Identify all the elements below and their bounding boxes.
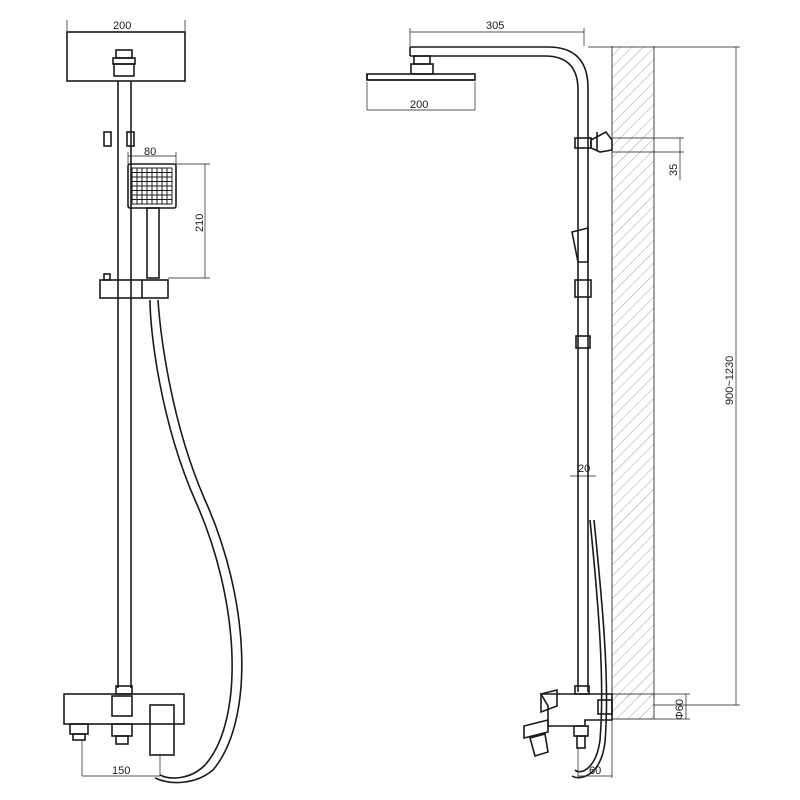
- front-hose: [149, 299, 233, 779]
- side-view: 20 305 200: [366, 20, 740, 779]
- side-hand-shower: [571, 226, 589, 263]
- front-wall-bracket-right: [126, 131, 135, 147]
- dim-label-bracket-offset: 35: [668, 164, 680, 176]
- front-riser-pipe: [117, 81, 132, 688]
- dim-label-wall-offset: 60: [589, 765, 601, 777]
- side-head-connector-nut: [410, 63, 434, 75]
- dim-label-head-width: 200: [113, 20, 131, 32]
- dim-label-hand-width: 80: [144, 146, 156, 158]
- side-mixer-valve: [523, 685, 613, 758]
- side-dim-head-width: 200: [366, 82, 476, 111]
- front-wall-bracket-left: [103, 131, 112, 147]
- side-wall-plate: [611, 693, 655, 720]
- dim-label-height-range: 900~1230: [724, 356, 736, 405]
- front-hand-shower: [127, 163, 177, 279]
- side-shower-arm: [410, 46, 589, 140]
- dim-label-head-width-side: 200: [410, 99, 428, 111]
- dim-label-hand-height: 210: [194, 214, 206, 232]
- dim-label-arm-reach: 305: [486, 20, 504, 32]
- side-pipe-clip: [575, 335, 591, 349]
- side-dim-bracket-offset: 35: [612, 137, 684, 180]
- front-mixer-valve: [63, 685, 185, 756]
- side-dim-wall-offset: 60: [577, 719, 613, 778]
- dim-label-wall-plate: Φ60: [674, 699, 686, 720]
- front-dim-head-width: 200: [66, 20, 186, 33]
- side-dim-height-range: 900~1230: [588, 46, 740, 706]
- side-dim-pipe-diameter: 20: [570, 463, 596, 477]
- side-upper-bracket: [574, 130, 613, 153]
- side-shower-arm-inner: [410, 55, 579, 140]
- front-dim-hand-height: 210: [168, 163, 210, 279]
- hand-shower-nozzle-grid: [131, 167, 173, 205]
- dim-label-spout-width: 150: [112, 765, 130, 777]
- front-dim-hand-width: 80: [127, 146, 177, 164]
- wall-hatch: [612, 46, 654, 698]
- side-dim-wall-plate: Φ60: [654, 693, 690, 720]
- side-head-connector: [413, 55, 431, 65]
- front-view: 200 80 210 150: [63, 20, 243, 784]
- front-shower-head: [66, 31, 186, 82]
- side-slider-holder: [574, 279, 592, 298]
- side-shower-head: [366, 73, 476, 81]
- front-dim-spout-width: 150: [81, 740, 161, 777]
- dim-label-pipe-diameter: 20: [578, 463, 590, 475]
- side-dim-arm-reach: 305: [409, 20, 585, 46]
- front-hose-inner: [154, 299, 243, 784]
- side-riser-pipe: [577, 140, 589, 692]
- front-slider-holder: [99, 273, 169, 299]
- front-head-connector: [112, 49, 136, 77]
- side-hose: [574, 519, 603, 773]
